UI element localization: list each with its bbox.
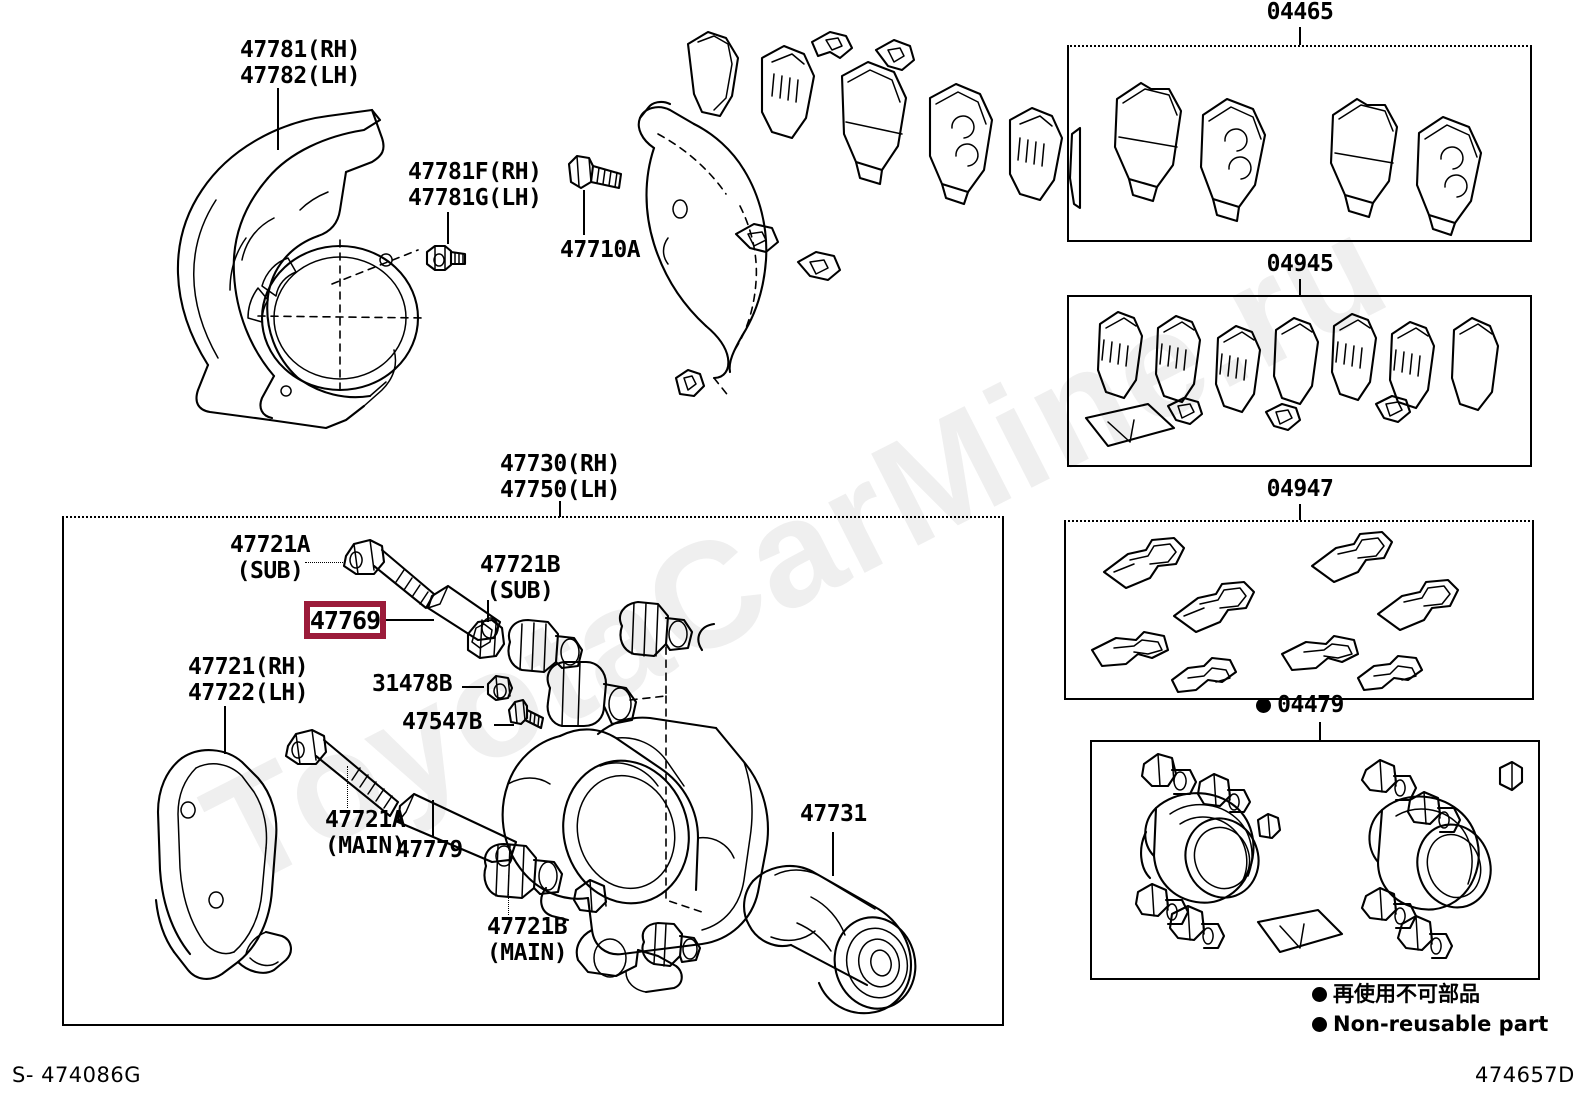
legend: 再使用不可部品 Non-reusable part (1312, 980, 1548, 1040)
legend-english-text: Non-reusable part (1333, 1011, 1549, 1036)
kit-box-04945 (1067, 295, 1532, 467)
leader-kit-04479 (1319, 722, 1321, 740)
callout-caliper-assy-line1: 47730(RH) (499, 451, 621, 477)
highlighted-part-text: 47769 (309, 605, 381, 635)
kit-box-04479 (1090, 740, 1540, 980)
leader-kit-04947 (1299, 504, 1301, 520)
callout-slide-pin-sub-line1: 47721A (229, 532, 311, 558)
callout-dust-cover-line2: 47782(LH) (240, 62, 361, 89)
callout-bleeder-cap-line1: 31478B (372, 671, 453, 697)
callout-dust-cover-line1: 47781(RH) (240, 37, 361, 63)
callout-boot-sub-line2: (SUB) (486, 577, 554, 604)
leader-slide-pin-sub (305, 562, 345, 563)
artwork-dust-cover-bolt (415, 240, 475, 280)
kit-label-04947: 04947 (1200, 476, 1400, 503)
leader-kit-04465 (1299, 27, 1301, 45)
leader-dust-cover-bolt (447, 212, 449, 244)
caliper-assy-box (62, 516, 1004, 1026)
kit-label-04945-text: 04945 (1266, 251, 1334, 277)
kit-box-04465 (1067, 45, 1532, 242)
callout-dust-cover-bolt-line2: 47781G(LH) (408, 184, 542, 211)
leader-highlight-47769 (386, 619, 434, 621)
leader-dust-cover (277, 88, 279, 150)
callout-slide-pin-main-line2: (MAIN) (324, 832, 406, 859)
legend-bullet-icon-en (1312, 1016, 1327, 1032)
kit-box-04947 (1064, 520, 1534, 700)
callout-bleeder-screw-line1: 47547B (402, 709, 483, 735)
leader-kit-04945 (1299, 279, 1301, 295)
kit-label-04479: 04479 (1195, 692, 1405, 719)
leader-boot-main (508, 875, 509, 915)
callout-boot-sub-line1: 47721B (479, 552, 561, 578)
callout-slide-pin-sub: 47721A (SUB) (200, 532, 340, 585)
callout-dust-cover: 47781(RH) 47782(LH) (240, 37, 361, 90)
legend-bullet-icon-jp (1312, 987, 1327, 1002)
leader-dashed-dust-cover-bolt (330, 240, 425, 285)
leader-caliper-assy (559, 501, 561, 517)
highlighted-part-47769[interactable]: 47769 (304, 601, 386, 639)
callout-mounting-bracket-line2: 47722(LH) (188, 679, 309, 706)
callout-dust-cover-bolt: 47781F(RH) 47781G(LH) (408, 159, 542, 212)
callout-slide-pin-main-line1: 47721A (324, 807, 406, 833)
callout-boot-main: 47721B (MAIN) (462, 914, 592, 967)
kit-label-04465-text: 04465 (1266, 0, 1334, 25)
callout-sleeve-line1: 47779 (396, 837, 463, 863)
leader-sleeve (432, 800, 434, 836)
kit-label-04945: 04945 (1200, 251, 1400, 278)
leader-piston-boot (832, 832, 834, 876)
artwork-caliper-mount-bolt (563, 150, 633, 198)
callout-boot-main-line2: (MAIN) (486, 939, 568, 966)
callout-caliper-mount-bolt: 47710A (560, 237, 641, 264)
callout-caliper-assy-line2: 47750(LH) (499, 476, 621, 503)
callout-sleeve: 47779 (396, 837, 463, 864)
callout-slide-pin-sub-line2: (SUB) (236, 557, 304, 584)
footer-right: 474657D (1475, 1063, 1575, 1087)
callout-dust-cover-bolt-line1: 47781F(RH) (408, 159, 542, 185)
legend-japanese-row: 再使用不可部品 (1312, 980, 1548, 1010)
legend-japanese-text: 再使用不可部品 (1333, 982, 1480, 1006)
artwork-steering-knuckle (618, 78, 878, 408)
leader-bleeder-screw (494, 724, 514, 726)
callout-piston-boot: 47731 (800, 801, 867, 828)
artwork-dust-cover (150, 90, 460, 450)
kit-label-04465: 04465 (1200, 0, 1400, 26)
callout-bleeder-cap: 31478B (372, 671, 453, 698)
callout-boot-main-line1: 47721B (486, 914, 568, 940)
artwork-pad-stack (680, 28, 1082, 358)
callout-caliper-assy: 47730(RH) 47750(LH) (400, 451, 720, 504)
leader-slide-pin-main (347, 766, 348, 808)
kit-label-04479-text: 04479 (1277, 692, 1344, 718)
leader-bleeder-cap (462, 686, 484, 688)
callout-mounting-bracket: 47721(RH) 47722(LH) (188, 654, 309, 707)
callout-mounting-bracket-line1: 47721(RH) (188, 654, 309, 680)
legend-english-row: Non-reusable part (1312, 1010, 1548, 1040)
footer-left: S- 474086G (12, 1063, 142, 1087)
kit-label-04947-text: 04947 (1266, 476, 1334, 502)
non-reusable-marker-icon (1256, 698, 1272, 713)
callout-caliper-mount-bolt-line1: 47710A (560, 237, 641, 263)
callout-boot-sub: 47721B (SUB) (450, 552, 590, 605)
leader-mounting-bracket (224, 706, 226, 754)
callout-bleeder-screw: 47547B (402, 709, 483, 736)
callout-piston-boot-line1: 47731 (800, 801, 867, 827)
leader-caliper-mount-bolt (583, 190, 585, 235)
